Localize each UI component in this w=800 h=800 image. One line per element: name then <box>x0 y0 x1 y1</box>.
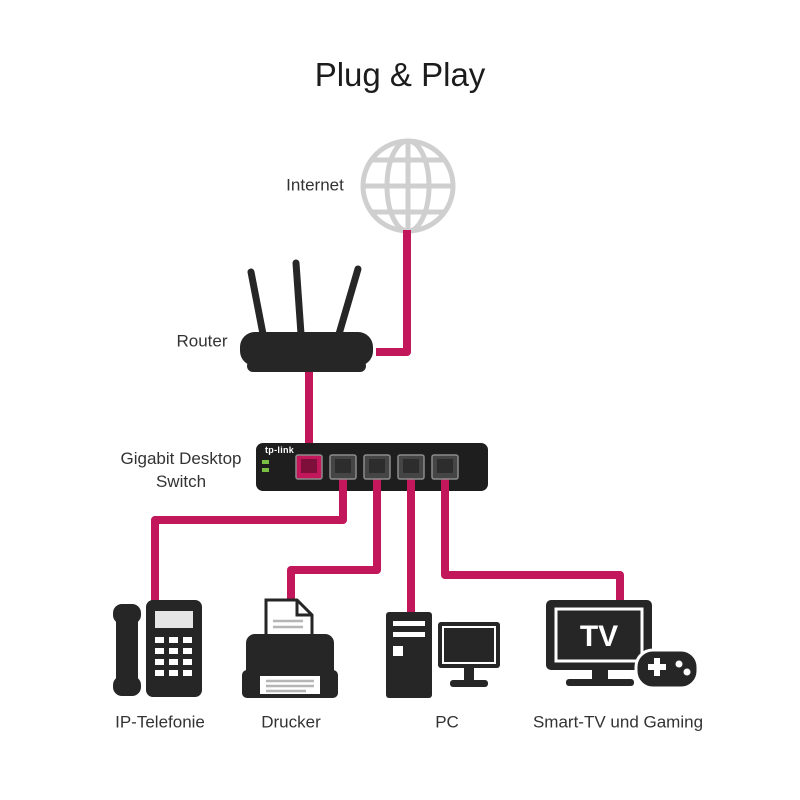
printer-label: Drucker <box>261 712 321 732</box>
switch-port-2 <box>329 454 357 480</box>
page-title: Plug & Play <box>314 56 486 93</box>
switch-brand-text: tp-link <box>265 445 295 455</box>
switch-led <box>262 460 269 464</box>
router-icon <box>240 259 373 372</box>
printer-icon <box>242 598 338 698</box>
switch-port-4 <box>397 454 425 480</box>
switch-label: Gigabit Desktop Switch <box>121 447 242 493</box>
cable-switch-phone <box>151 470 347 606</box>
smart-tv-label: Smart-TV und Gaming <box>532 712 704 732</box>
cable-switch-printer <box>287 470 381 606</box>
internet-globe-icon <box>360 138 456 234</box>
ip-phone-label: IP-Telefonie <box>115 712 205 732</box>
switch-port-1 <box>295 454 323 480</box>
cable-switch-tv <box>441 470 624 606</box>
internet-label: Internet <box>286 175 344 195</box>
router-label: Router <box>176 331 228 351</box>
switch-port-5 <box>431 454 459 480</box>
gamepad-icon <box>634 648 700 690</box>
switch-ports <box>295 454 459 480</box>
switch-label-line1: Gigabit Desktop <box>120 449 242 468</box>
cable-internet-router <box>376 230 411 356</box>
smart-tv-icon: TV <box>546 600 652 686</box>
ip-phone-icon <box>113 600 202 697</box>
pc-label: PC <box>435 712 459 732</box>
pc-icon <box>386 612 500 698</box>
tv-screen-text: TV <box>580 620 618 653</box>
switch-label-line2: Switch <box>155 472 207 491</box>
switch-led <box>262 468 269 472</box>
switch-port-3 <box>363 454 391 480</box>
